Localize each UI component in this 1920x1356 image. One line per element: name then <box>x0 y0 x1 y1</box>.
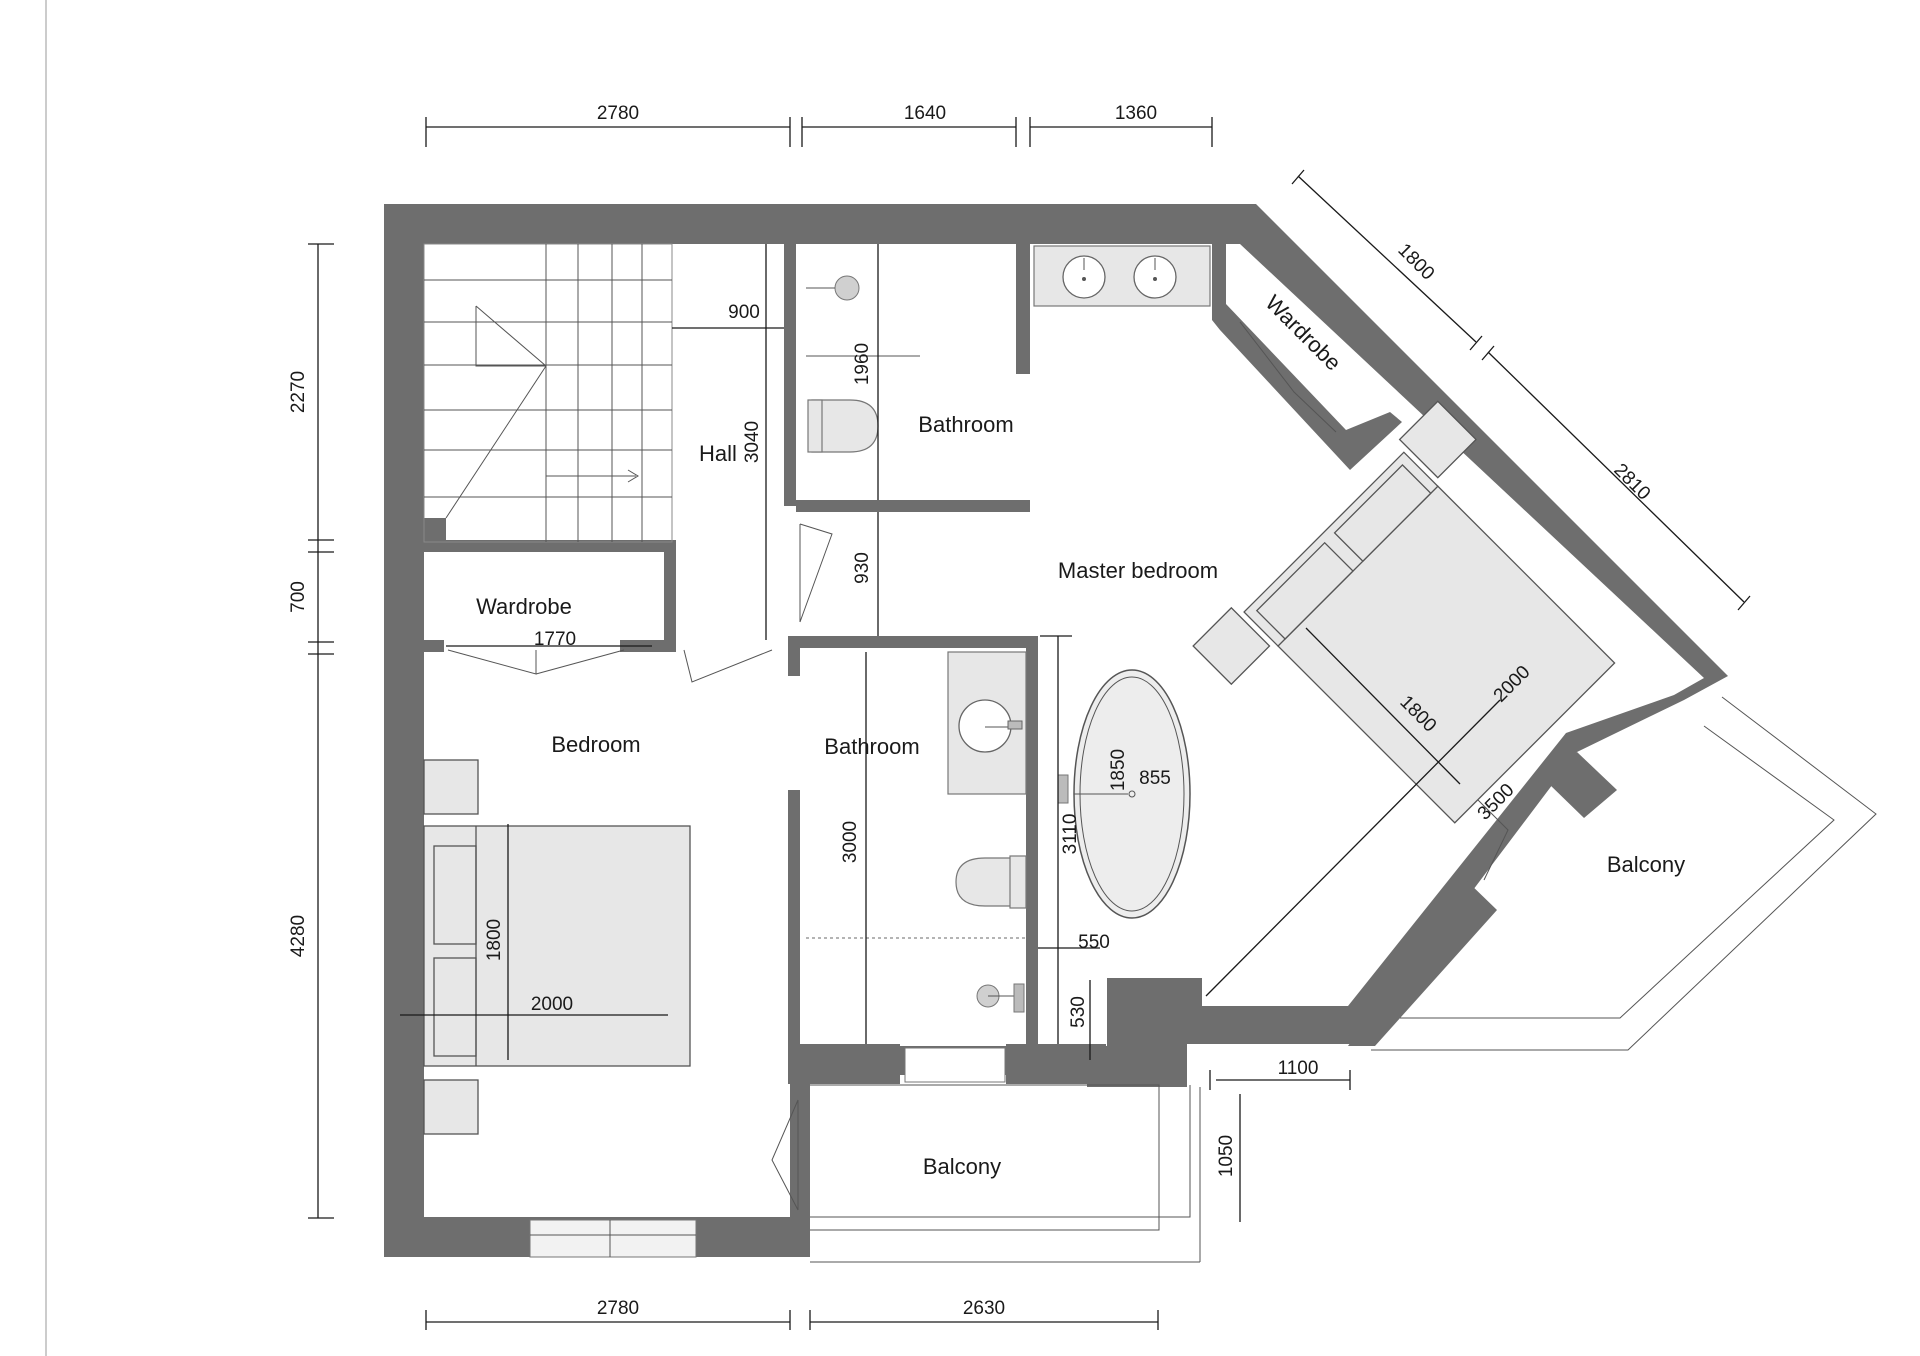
dim-diag-1: 1800 <box>1394 240 1439 285</box>
dimension-lines <box>308 117 1751 1330</box>
dim-ward-1770: 1770 <box>534 629 576 650</box>
bath2-bottom-left <box>788 1044 900 1084</box>
windows <box>529 1047 1006 1258</box>
dim-tub-3110: 3110 <box>1060 814 1081 855</box>
room-label-balcony-right: Balcony <box>1607 852 1685 877</box>
dim-left-2: 700 <box>288 581 309 613</box>
master-pillow-1 <box>1255 541 1354 640</box>
nightstand-left-bottom <box>423 1079 479 1135</box>
room-label-wardrobe-left: Wardrobe <box>476 594 572 619</box>
room-label-hall: Hall <box>699 441 737 466</box>
room-label-bathroom-mid: Bathroom <box>824 734 919 759</box>
wardrobe-top-wall <box>424 540 676 552</box>
stairs <box>423 243 673 543</box>
balcony-wall-segment <box>1548 752 1617 818</box>
room-label-balcony-bottom: Balcony <box>923 1154 1001 1179</box>
dim-gap-530: 530 <box>1068 996 1089 1028</box>
nightstand-left-top <box>423 759 479 815</box>
dim-top-3: 1360 <box>1115 103 1157 124</box>
bath2-right-wall <box>1026 636 1038 1046</box>
master-nightstand-2 <box>1398 400 1477 479</box>
bathtub <box>1057 669 1191 919</box>
bath-left-wall <box>784 244 796 506</box>
wardrobe-right-wall <box>664 548 676 646</box>
master-nightstand-1 <box>1192 606 1271 686</box>
dim-tub-855: 855 <box>1139 768 1171 789</box>
doors <box>447 321 1509 1211</box>
master-bed <box>1192 400 1616 824</box>
dim-bed-1800: 1800 <box>484 919 505 961</box>
dim-left-1: 2270 <box>288 371 309 413</box>
dim-ext-1050: 1050 <box>1216 1135 1237 1177</box>
dim-hall-3040: 3040 <box>742 421 763 463</box>
dim-stair-900: 900 <box>728 302 760 323</box>
dim-corr-930: 930 <box>852 552 873 584</box>
room-label-bedroom: Bedroom <box>551 732 640 757</box>
dim-bath-3000: 3000 <box>840 821 861 863</box>
dim-top-2: 1640 <box>904 103 946 124</box>
bathroom-top-fixtures <box>806 245 1211 453</box>
wardrobe-bottom-left <box>424 640 444 652</box>
dim-tub-1850: 1850 <box>1108 749 1129 791</box>
dim-diag-2: 2810 <box>1610 460 1655 505</box>
room-label-bathroom-top: Bathroom <box>918 412 1013 437</box>
toilet-tank-mid <box>1009 855 1027 909</box>
dim-bed-2000: 2000 <box>531 994 573 1015</box>
dim-left-3: 4280 <box>288 915 309 957</box>
dim-bottom-2: 2630 <box>963 1298 1005 1319</box>
bathroom-mid-fixtures <box>806 651 1027 1013</box>
toilet-tank-top <box>807 399 823 453</box>
window-bedroom <box>529 1219 697 1258</box>
bath-bottom-wall <box>796 500 1030 512</box>
dim-ext-1100: 1100 <box>1278 1058 1319 1079</box>
double-vanity <box>1033 245 1211 307</box>
sink-mid <box>958 699 1012 753</box>
dim-gap-550: 550 <box>1078 932 1110 953</box>
bath2-left-wall <box>788 790 800 1046</box>
bedroom-furniture <box>423 759 691 1135</box>
room-label-master-bedroom: Master bedroom <box>1058 558 1218 583</box>
corner-block <box>1107 1010 1187 1080</box>
dim-bottom-1: 2780 <box>597 1298 639 1319</box>
master-pillow-2 <box>1333 464 1432 563</box>
window-bathroom <box>904 1047 1006 1083</box>
wardrobe-master-walls <box>1212 244 1402 470</box>
pillow-left-2 <box>433 957 477 1057</box>
master-wall-stub <box>1016 244 1030 374</box>
balcony-wall-lower <box>1348 880 1497 1046</box>
toilet-mid <box>955 857 1013 907</box>
bath2-bottom-right <box>1006 1044 1106 1084</box>
bath2-top-wall <box>788 636 1038 648</box>
hall-bottom-wall <box>788 636 800 676</box>
balcony-outlines <box>810 696 1877 1263</box>
pillow-left-1 <box>433 845 477 945</box>
walls <box>384 204 1728 1257</box>
shower-head <box>834 275 860 301</box>
dim-bath-1960: 1960 <box>852 343 873 385</box>
dim-top-1: 2780 <box>597 103 639 124</box>
